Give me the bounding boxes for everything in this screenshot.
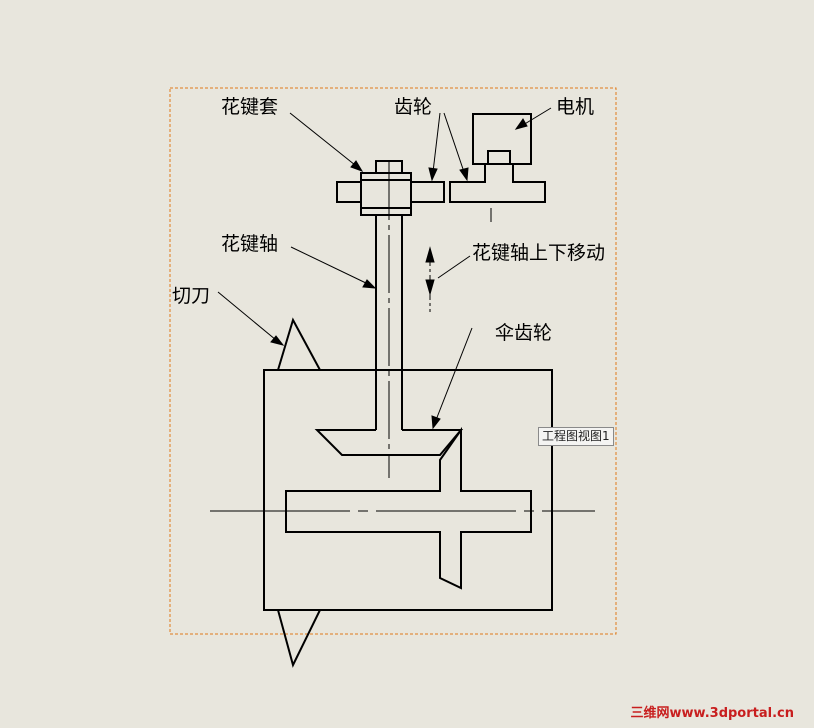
arrowhead <box>428 167 438 182</box>
motion-arrow-down <box>425 279 435 296</box>
leader-cutter <box>217 291 277 341</box>
label-cutter: 切刀 <box>172 285 211 307</box>
arrowhead <box>362 279 377 289</box>
leader-spline-sleeve <box>289 112 356 166</box>
bevel-gear-driver <box>314 429 464 456</box>
label-motor: 电机 <box>556 96 595 118</box>
label-spline-sleeve: 花键套 <box>221 96 279 118</box>
leader-motor <box>522 107 552 126</box>
arrowhead <box>270 335 285 346</box>
label-spline-shaft-motion: 花键轴上下移动 <box>472 242 606 264</box>
right-gear <box>449 163 546 203</box>
leader-gear-right <box>443 112 465 173</box>
left-gear-hub-left <box>336 181 362 203</box>
watermark: 三维网www.3dportal.cn <box>630 706 794 721</box>
cutter-top <box>277 317 321 371</box>
label-gear: 齿轮 <box>394 96 433 118</box>
arrowhead <box>431 415 441 430</box>
leader-spline-shaft <box>290 246 369 285</box>
leader-motion <box>437 255 471 279</box>
view-boundary[interactable] <box>169 87 617 635</box>
cutter-bottom <box>277 609 321 668</box>
arrowhead <box>459 167 469 182</box>
arrowhead <box>514 118 528 130</box>
left-gear-hub-right <box>410 181 445 203</box>
label-spline-shaft: 花键轴 <box>221 233 279 255</box>
motion-arrow-up <box>425 246 435 263</box>
leader-bevel-gear <box>435 327 473 421</box>
bevel-gear-driven <box>285 426 532 590</box>
motor-shaft <box>487 150 511 165</box>
arrowhead <box>350 160 364 172</box>
housing <box>263 369 553 611</box>
view-tag[interactable]: 工程图视图1 <box>538 427 614 447</box>
leader-gear-left <box>432 112 441 173</box>
label-bevel-gear: 伞齿轮 <box>495 322 553 344</box>
